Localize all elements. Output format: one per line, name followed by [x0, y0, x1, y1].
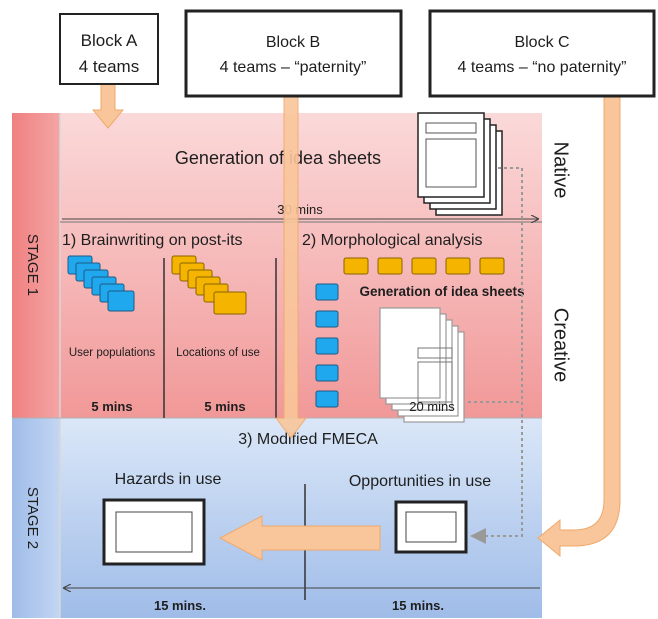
block-a: Block A 4 teams	[59, 13, 159, 85]
locations-duration: 5 mins	[204, 399, 245, 414]
user-populations-label: User populations	[69, 347, 156, 359]
blue-postit-stack-icon	[67, 255, 135, 312]
block-b: Block B 4 teams – “paternity”	[184, 9, 403, 98]
creative-sheet-stack-icon	[379, 307, 465, 423]
users-duration: 5 mins	[91, 399, 132, 414]
stage2-label: STAGE 2	[24, 487, 41, 549]
fmeca-title: 3) Modified FMECA	[238, 431, 378, 448]
native-title: Generation of idea sheets	[175, 148, 381, 168]
generation-duration: 20 mins	[409, 399, 455, 414]
morph-blue-column-icon	[315, 283, 339, 408]
stage2-duration-left: 15 mins.	[154, 598, 206, 613]
opportunities-sheet-icon	[394, 500, 468, 554]
block-a-title: Block A	[81, 31, 138, 50]
locations-label: Locations of use	[176, 347, 260, 359]
stage1-label-panel	[12, 113, 60, 418]
opportunities-label: Opportunities in use	[349, 473, 491, 490]
block-b-subtitle: 4 teams – “paternity”	[220, 59, 367, 76]
block-b-arrow	[275, 94, 307, 439]
transfer-arrow	[218, 515, 381, 561]
native-sheet-stack-icon	[417, 112, 503, 216]
stage2-duration-right: 15 mins.	[392, 598, 444, 613]
yellow-postit-stack-icon	[171, 255, 247, 315]
morph-yellow-row-icon	[343, 257, 505, 275]
stage2-label-panel	[12, 418, 60, 618]
block-c-title: Block C	[514, 34, 569, 51]
block-c-arrow	[537, 94, 621, 558]
dotted-connector	[470, 167, 523, 544]
native-label: Native	[550, 142, 572, 199]
morphological-heading: 2) Morphological analysis	[302, 232, 483, 249]
hazards-sheet-icon	[102, 498, 206, 566]
creative-generation-label: Generation of idea sheets	[359, 284, 524, 299]
block-c-subtitle: 4 teams – “no paternity”	[458, 59, 627, 76]
block-c: Block C 4 teams – “no paternity”	[428, 9, 656, 98]
block-b-title: Block B	[266, 34, 320, 51]
block-a-subtitle: 4 teams	[79, 57, 139, 76]
creative-label: Creative	[550, 308, 572, 382]
hazards-label: Hazards in use	[115, 471, 222, 488]
stage1-label: STAGE 1	[24, 234, 41, 296]
brainwriting-heading: 1) Brainwriting on post-its	[62, 232, 243, 249]
